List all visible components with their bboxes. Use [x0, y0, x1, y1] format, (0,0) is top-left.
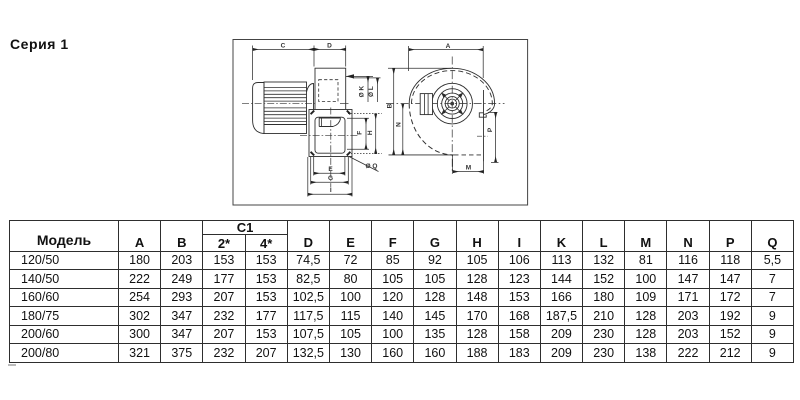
svg-text:D: D — [327, 43, 332, 50]
svg-text:Ø K: Ø K — [358, 86, 365, 98]
svg-text:M: M — [466, 164, 471, 171]
svg-text:I: I — [330, 187, 332, 194]
svg-text:N: N — [396, 122, 403, 127]
svg-text:F: F — [357, 131, 364, 135]
svg-text:B: B — [386, 103, 393, 108]
svg-text:C: C — [281, 43, 286, 50]
svg-text:H: H — [367, 130, 374, 135]
svg-text:G: G — [328, 175, 333, 182]
svg-text:P: P — [487, 127, 494, 132]
svg-text:Ø Q: Ø Q — [366, 163, 378, 170]
svg-text:A: A — [446, 43, 451, 50]
svg-text:E: E — [328, 166, 333, 173]
svg-text:Ø L: Ø L — [368, 86, 375, 97]
